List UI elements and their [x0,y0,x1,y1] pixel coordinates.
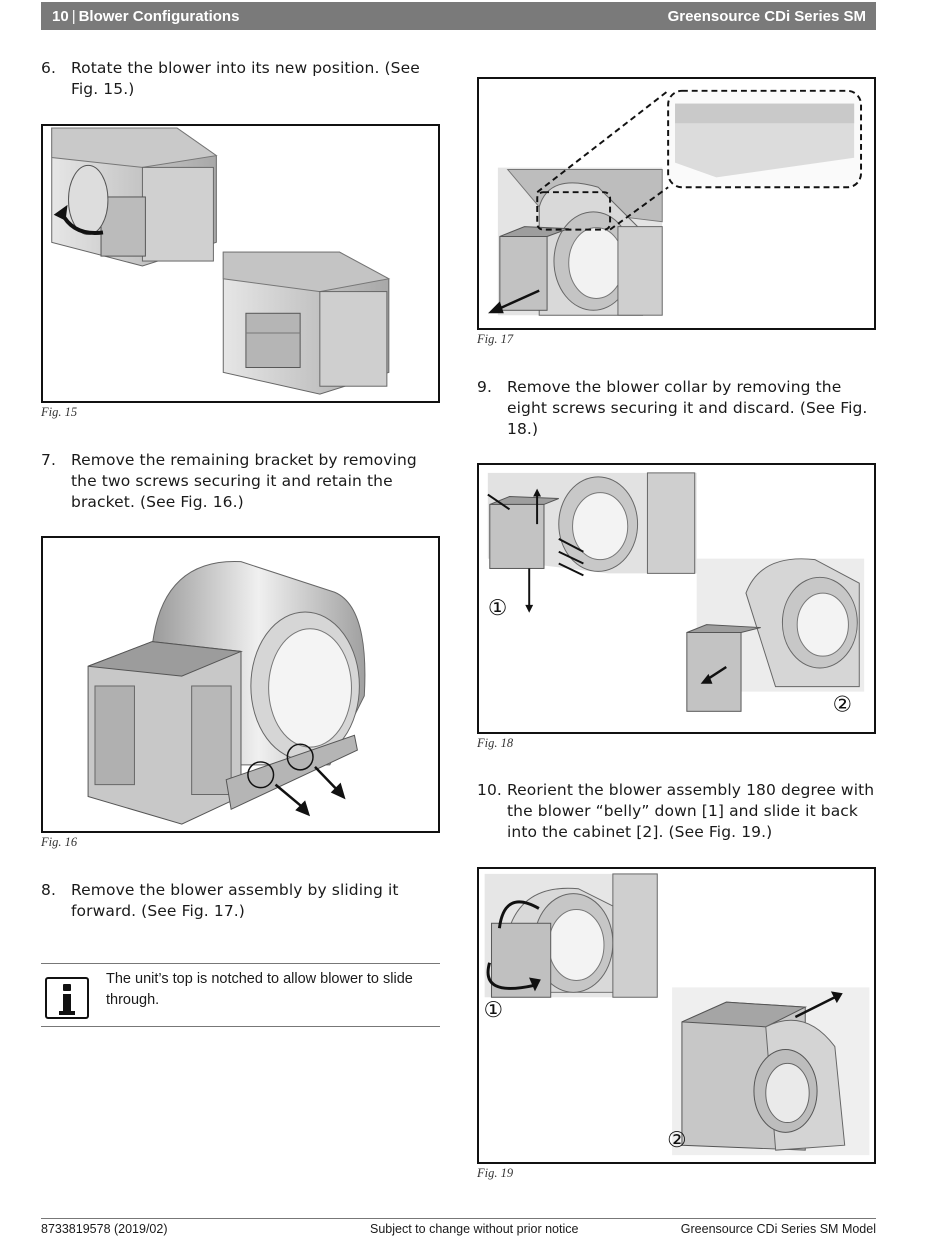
callout-1: ① [484,998,503,1023]
note-text: The unit’s top is notched to allow blowe… [106,971,413,1008]
info-note: The unit’s top is notched to allow blowe… [41,963,440,1027]
section-title: Blower Configurations [78,7,240,25]
figure-19-caption: Fig. 19 [477,1166,514,1180]
figure-17 [477,77,876,330]
step-9: 9. Remove the blower collar by removing … [477,377,877,440]
step-text: Reorient the blower assembly 180 degree … [507,781,875,841]
callout-2: ② [833,692,852,717]
page-number: 10 [52,7,69,25]
blower-slide-forward-illustration [488,89,863,316]
page-header: 10|Blower Configurations Greensource CDi… [41,2,876,30]
doc-title: Greensource CDi Series SM [667,7,866,25]
step-text: Remove the blower collar by removing the… [507,378,868,438]
info-icon [45,977,89,1019]
step-6: 6. Rotate the blower into its new positi… [41,58,441,100]
figure-18-caption: Fig. 18 [477,736,514,750]
collar-removal-illustration: ① ② [487,472,865,717]
figure-16-caption: Fig. 16 [41,835,78,849]
step-10: 10. Reorient the blower assembly 180 deg… [477,780,877,843]
bracket-removal-illustration [87,561,366,825]
blower-rotation-illustration [51,127,391,395]
step-number: 7. [41,451,56,469]
step-text: Remove the remaining bracket by removing… [71,451,417,511]
step-text: Rotate the blower into its new position.… [71,59,420,98]
blower-reorient-illustration: ① ② [484,873,870,1156]
step-number: 6. [41,59,56,77]
footer-doc-number: 8733819578 (2019/02) [41,1222,168,1236]
figure-16 [41,536,440,833]
figure-15-caption: Fig. 15 [41,405,78,419]
header-left: 10|Blower Configurations [52,8,239,25]
step-text: Remove the blower assembly by sliding it… [71,881,399,920]
header-separator: | [71,7,76,25]
callout-1: ① [488,596,507,621]
figure-19: ① ② [477,867,876,1164]
figure-18: ① ② [477,463,876,734]
step-number: 9. [477,378,492,396]
figure-17-caption: Fig. 17 [477,332,514,346]
figure-15 [41,124,440,403]
step-8: 8. Remove the blower assembly by sliding… [41,880,441,922]
footer-model: Greensource CDi Series SM Model [680,1222,876,1236]
step-7: 7. Remove the remaining bracket by remov… [41,450,441,513]
step-number: 8. [41,881,56,899]
page-footer: 8733819578 (2019/02) Subject to change w… [41,1218,876,1242]
footer-notice: Subject to change without prior notice [370,1222,579,1236]
step-number: 10. [477,781,502,799]
callout-2: ② [667,1128,686,1153]
